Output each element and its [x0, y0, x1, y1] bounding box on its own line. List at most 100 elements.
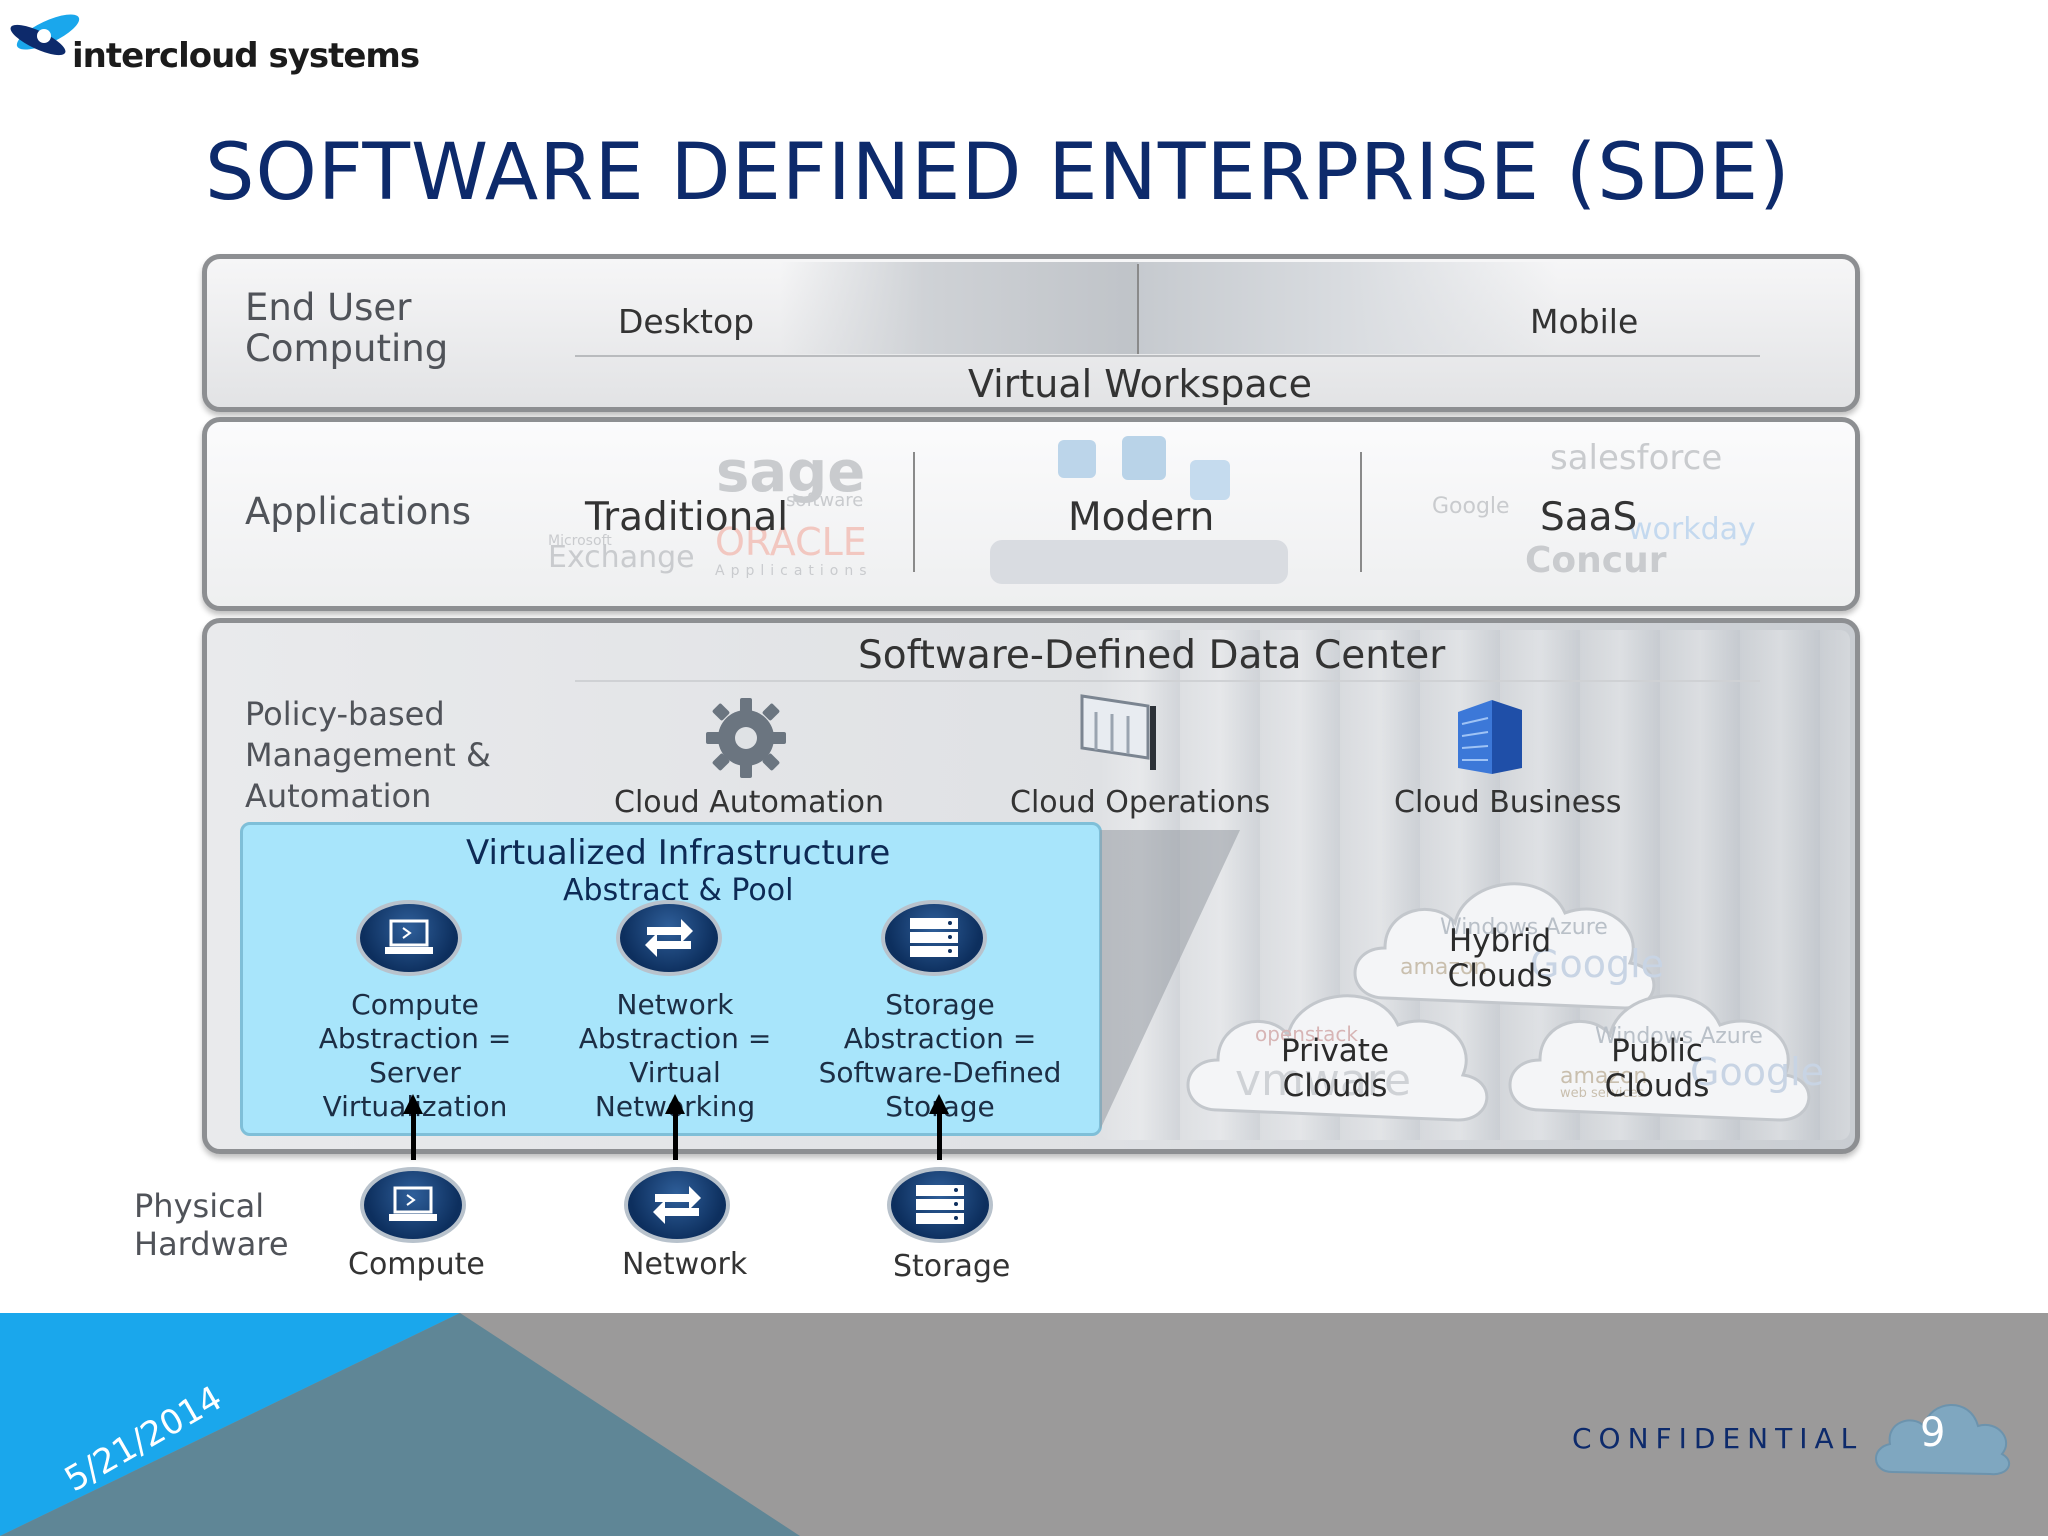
- virtual-storage-icon: [881, 900, 987, 976]
- private-line: Private: [1280, 1033, 1390, 1069]
- virtualized-title: Virtualized Infrastructure: [466, 833, 891, 873]
- desktop-photo: [780, 262, 1140, 354]
- mobile-photo: [1138, 262, 1558, 354]
- physical-compute-icon: [360, 1167, 466, 1243]
- cloud-operations-label: Cloud Operations: [1010, 785, 1271, 820]
- traditional-label: Traditional: [585, 495, 789, 540]
- brand-google-apps: Google: [1432, 494, 1510, 519]
- storage-line: Storage: [885, 988, 995, 1021]
- cloud-shape-icon: [1353, 882, 1656, 1010]
- brand-concur: Concur: [1525, 540, 1667, 581]
- cloud-business-label: Cloud Business: [1394, 785, 1622, 820]
- public-cloud: [1500, 980, 1820, 1134]
- brand-oracle: ORACLE: [715, 520, 867, 564]
- compute-arrow: [411, 1110, 416, 1160]
- storage-arrow: [937, 1110, 942, 1160]
- storage-line: Abstraction =: [843, 1022, 1037, 1055]
- compute-line: Compute: [351, 988, 479, 1021]
- brand-workday: workday: [1628, 512, 1756, 547]
- network-line: Network: [616, 988, 734, 1021]
- apps-divider-2: [1360, 452, 1362, 572]
- network-line: Virtual: [629, 1056, 721, 1089]
- compute-line: Abstraction =: [318, 1022, 512, 1055]
- hybrid-line: Clouds: [1447, 958, 1553, 994]
- page-number: 9: [1920, 1410, 1946, 1456]
- brand-oracle-apps: Applications: [715, 563, 873, 579]
- company-logo: [8, 8, 408, 78]
- network-arrowhead: [665, 1094, 685, 1114]
- physical-line1: Physical: [134, 1187, 265, 1225]
- physical-compute-label: Compute: [348, 1247, 485, 1282]
- compute-abstraction-text: Compute Abstraction = Server Virtualizat…: [300, 988, 530, 1124]
- logo-x-icon: [10, 14, 80, 56]
- brand-vmware: vmware: [1235, 1055, 1412, 1106]
- operations-console-icon: [1078, 692, 1158, 778]
- brand-google-hybrid: Google: [1530, 942, 1665, 986]
- end-user-label-line1: End User: [245, 286, 412, 329]
- compute-arrowhead: [403, 1094, 423, 1114]
- virtual-compute-icon: [356, 900, 462, 976]
- policy-line3: Automation: [245, 777, 432, 815]
- app-tile-icon: [1190, 460, 1230, 500]
- public-line: Public: [1611, 1033, 1703, 1069]
- private-clouds-label: Private Clouds: [1265, 1034, 1405, 1104]
- brand-exchange: Exchange: [548, 540, 695, 575]
- virtual-network-icon: [616, 900, 722, 976]
- cloud-automation-label: Cloud Automation: [614, 785, 884, 820]
- network-arrow: [673, 1110, 678, 1160]
- public-clouds-label: Public Clouds: [1587, 1034, 1727, 1104]
- network-line: Abstraction =: [578, 1022, 772, 1055]
- brand-amazon-hybrid: amazon: [1400, 955, 1488, 980]
- apps-divider-1: [913, 452, 915, 572]
- brand-amazon-public: amazon: [1560, 1064, 1648, 1089]
- app-tile-icon: [1058, 440, 1096, 478]
- mobile-label: Mobile: [1530, 302, 1639, 341]
- end-user-label-line2: Computing: [245, 327, 449, 370]
- brand-azure-public: Windows Azure: [1595, 1024, 1763, 1049]
- hybrid-line: Hybrid: [1448, 923, 1552, 959]
- compute-line: Server: [369, 1056, 461, 1089]
- storage-arrowhead: [929, 1094, 949, 1114]
- storage-line: Software-Defined: [818, 1056, 1062, 1089]
- virtual-workspace-label: Virtual Workspace: [968, 362, 1312, 406]
- footer-triangles: [0, 1313, 820, 1540]
- brand-salesforce: salesforce: [1550, 438, 1723, 478]
- app-tile-icon: [1122, 436, 1166, 480]
- brand-web-services: web services: [1560, 1086, 1645, 1101]
- cloud-shape-icon: [1508, 994, 1811, 1122]
- private-line: Clouds: [1282, 1068, 1388, 1104]
- physical-storage-icon: [887, 1167, 993, 1243]
- eu-divider: [1137, 264, 1139, 354]
- physical-hardware-label: Physical Hardware: [134, 1187, 289, 1263]
- sddc-title: Software-Defined Data Center: [858, 633, 1446, 678]
- virtualized-infrastructure-box: [240, 822, 1102, 1136]
- physical-storage-label: Storage: [893, 1249, 1011, 1284]
- brand-openstack: openstack: [1255, 1022, 1359, 1046]
- hybrid-clouds-label: Hybrid Clouds: [1430, 924, 1570, 994]
- building-icon: [1448, 694, 1528, 782]
- hybrid-cloud: [1345, 868, 1665, 1022]
- physical-network-label: Network: [622, 1247, 748, 1282]
- end-user-label: End User Computing: [245, 287, 448, 369]
- brand-microsoft: Microsoft: [548, 533, 612, 549]
- gear-icon: [700, 694, 792, 786]
- private-cloud: [1178, 980, 1498, 1134]
- saas-label: SaaS: [1540, 495, 1638, 540]
- brand-sage: sage: [716, 440, 866, 505]
- confidential-label: CONFIDENTIAL: [1572, 1422, 1864, 1455]
- desktop-label: Desktop: [618, 302, 755, 341]
- brand-software: software: [786, 490, 864, 511]
- logo-text: intercloud systems: [72, 36, 420, 76]
- physical-network-icon: [624, 1167, 730, 1243]
- brand-google-public: Google: [1690, 1050, 1825, 1094]
- storage-abstraction-text: Storage Abstraction = Software-Defined S…: [810, 988, 1070, 1124]
- policy-label: Policy-based Management & Automation: [245, 694, 491, 817]
- physical-line2: Hardware: [134, 1225, 289, 1263]
- workspace-rule: [575, 355, 1760, 357]
- policy-line2: Management &: [245, 736, 491, 774]
- tablet-graphic: [990, 540, 1288, 584]
- public-line: Clouds: [1604, 1068, 1710, 1104]
- applications-label: Applications: [245, 490, 472, 533]
- policy-line1: Policy-based: [245, 695, 445, 733]
- page-title: SOFTWARE DEFINED ENTERPRISE (SDE): [205, 128, 1791, 218]
